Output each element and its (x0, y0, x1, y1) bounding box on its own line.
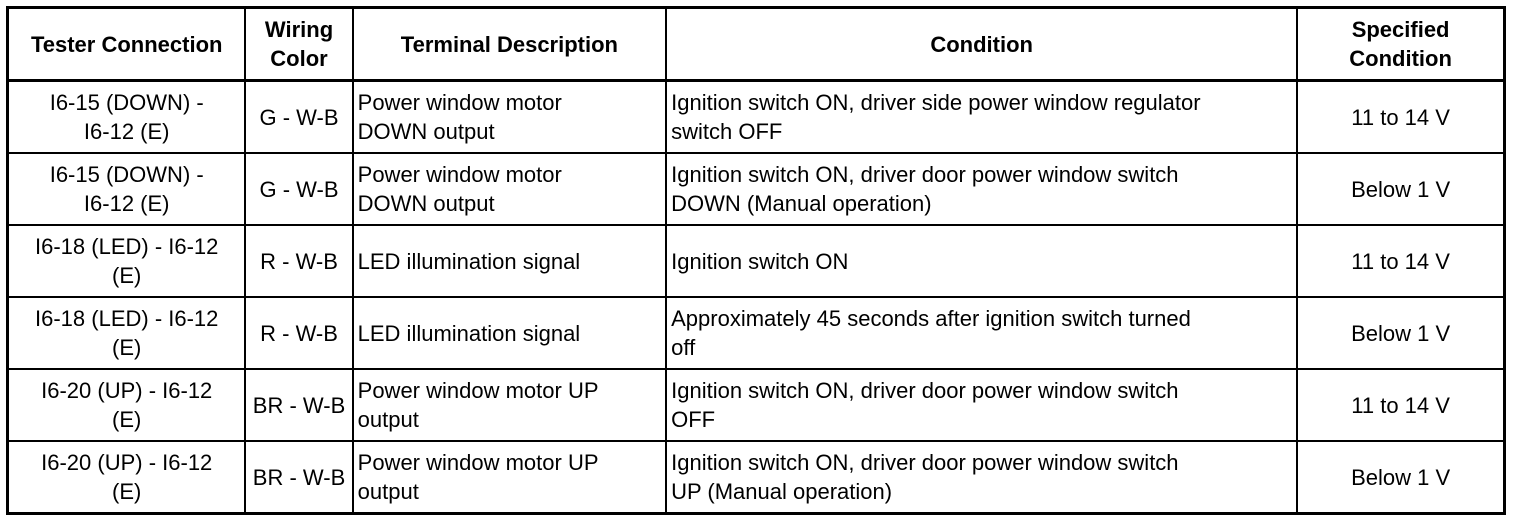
cell-tester-connection-text: I6-15 (DOWN) - (49, 90, 204, 115)
cell-condition: Ignition switch ON, driver door power wi… (665, 440, 1299, 515)
cell-terminal-description: Power window motor UP output (351, 440, 668, 515)
cell-tester-connection-text: I6-18 (LED) - I6-12 (35, 234, 219, 259)
cell-specified-condition-text: Below 1 V (1351, 464, 1451, 490)
cell-condition-text: Ignition switch ON, driver door power wi… (671, 378, 1179, 403)
cell-terminal-description-text: DOWN output (357, 191, 495, 216)
header-specified-condition: Specified Condition (1296, 6, 1506, 82)
cell-tester-connection: I6-18 (LED) - I6-12 (E) (6, 224, 247, 298)
cell-condition-text: Ignition switch ON (671, 248, 849, 274)
header-terminal-description: Terminal Description (351, 6, 668, 82)
cell-wiring-color-text: BR - W-B (252, 392, 346, 418)
cell-wiring-color: G - W-B (244, 79, 354, 154)
cell-tester-connection: I6-15 (DOWN) - I6-12 (E) (6, 79, 247, 154)
cell-specified-condition: 11 to 14 V (1296, 368, 1506, 442)
cell-condition: Ignition switch ON (665, 224, 1299, 298)
cell-terminal-description-text: output (357, 479, 419, 504)
cell-condition: Ignition switch ON, driver door power wi… (665, 152, 1299, 226)
cell-tester-connection-text: (E) (112, 263, 142, 288)
table-row: I6-15 (DOWN) - I6-12 (E) G - W-B Power wind… (6, 152, 1506, 226)
header-wiring-color: Wiring Color (244, 6, 354, 82)
cell-terminal-description-text: Power window motor UP (357, 450, 599, 475)
cell-wiring-color: BR - W-B (244, 368, 354, 442)
cell-condition-text: UP (Manual operation) (671, 479, 893, 504)
cell-tester-connection: I6-18 (LED) - I6-12 (E) (6, 296, 247, 370)
cell-tester-connection-text: I6-18 (LED) - I6-12 (35, 306, 219, 331)
cell-specified-condition: Below 1 V (1296, 296, 1506, 370)
cell-wiring-color-text: R - W-B (260, 320, 338, 346)
header-row: Tester Connection Wiring Color Terminal … (6, 6, 1506, 82)
cell-wiring-color-text: G - W-B (259, 104, 339, 130)
cell-tester-connection-text: I6-12 (E) (83, 191, 170, 216)
header-wiring-color-line1: Wiring (264, 17, 334, 42)
cell-specified-condition: Below 1 V (1296, 440, 1506, 515)
cell-condition-text: Approximately 45 seconds after ignition … (671, 306, 1191, 331)
cell-wiring-color: BR - W-B (244, 440, 354, 515)
cell-specified-condition-text: 11 to 14 V (1351, 104, 1450, 130)
cell-specified-condition-text: 11 to 14 V (1351, 392, 1450, 418)
terminal-inspection-table: Tester Connection Wiring Color Terminal … (6, 6, 1506, 515)
cell-terminal-description-text: Power window motor (357, 162, 562, 187)
header-condition-text: Condition (930, 31, 1033, 57)
cell-wiring-color: R - W-B (244, 224, 354, 298)
cell-terminal-description-text: DOWN output (357, 119, 495, 144)
cell-tester-connection-text: I6-15 (DOWN) - (49, 162, 204, 187)
cell-condition: Ignition switch ON, driver side power wi… (665, 79, 1299, 154)
cell-specified-condition-text: Below 1 V (1351, 176, 1451, 202)
cell-specified-condition-text: Below 1 V (1351, 320, 1451, 346)
table-row: I6-18 (LED) - I6-12 (E) R - W-B LED illumin… (6, 224, 1506, 298)
cell-tester-connection-text: I6-12 (E) (83, 119, 170, 144)
cell-terminal-description-text: LED illumination signal (357, 248, 581, 274)
cell-wiring-color-text: R - W-B (260, 248, 338, 274)
cell-tester-connection-text: (E) (112, 407, 142, 432)
cell-specified-condition: Below 1 V (1296, 152, 1506, 226)
cell-wiring-color-text: G - W-B (259, 176, 339, 202)
cell-terminal-description-text: output (357, 407, 419, 432)
header-wiring-color-line2: Color (270, 46, 328, 71)
cell-condition-text: Ignition switch ON, driver side power wi… (671, 90, 1201, 115)
table-row: I6-18 (LED) - I6-12 (E) R - W-B LED illumin… (6, 296, 1506, 370)
cell-tester-connection-text: (E) (112, 335, 142, 360)
cell-condition-text: OFF (671, 407, 716, 432)
cell-tester-connection-text: I6-20 (UP) - I6-12 (41, 378, 213, 403)
cell-terminal-description: LED illumination signal (351, 224, 668, 298)
table-body: I6-15 (DOWN) - I6-12 (E) G - W-B Power wind… (6, 79, 1506, 515)
header-tester-connection: Tester Connection (6, 6, 247, 82)
cell-specified-condition: 11 to 14 V (1296, 224, 1506, 298)
cell-terminal-description: LED illumination signal (351, 296, 668, 370)
cell-wiring-color: R - W-B (244, 296, 354, 370)
cell-condition-text: off (671, 335, 696, 360)
header-specified-condition-line1: Specified (1351, 17, 1450, 42)
cell-tester-connection: I6-20 (UP) - I6-12 (E) (6, 440, 247, 515)
cell-terminal-description-text: Power window motor UP (357, 378, 599, 403)
cell-tester-connection-text: I6-20 (UP) - I6-12 (41, 450, 213, 475)
cell-condition: Ignition switch ON, driver door power wi… (665, 368, 1299, 442)
cell-condition-text: Ignition switch ON, driver door power wi… (671, 162, 1179, 187)
header-terminal-description-text: Terminal Description (400, 31, 618, 57)
cell-tester-connection: I6-15 (DOWN) - I6-12 (E) (6, 152, 247, 226)
cell-condition-text: Ignition switch ON, driver door power wi… (671, 450, 1179, 475)
table-header: Tester Connection Wiring Color Terminal … (6, 6, 1506, 82)
cell-terminal-description: Power window motor UP output (351, 368, 668, 442)
cell-specified-condition: 11 to 14 V (1296, 79, 1506, 154)
cell-terminal-description-text: Power window motor (357, 90, 562, 115)
cell-condition-text: DOWN (Manual operation) (671, 191, 932, 216)
header-condition: Condition (665, 6, 1299, 82)
cell-wiring-color-text: BR - W-B (252, 464, 346, 490)
header-tester-connection-text: Tester Connection (30, 31, 223, 57)
cell-tester-connection-text: (E) (112, 479, 142, 504)
table-row: I6-15 (DOWN) - I6-12 (E) G - W-B Power wind… (6, 79, 1506, 154)
cell-specified-condition-text: 11 to 14 V (1351, 248, 1450, 274)
cell-tester-connection: I6-20 (UP) - I6-12 (E) (6, 368, 247, 442)
cell-terminal-description-text: LED illumination signal (357, 320, 581, 346)
cell-condition: Approximately 45 seconds after ignition … (665, 296, 1299, 370)
header-specified-condition-line2: Condition (1349, 46, 1452, 71)
cell-wiring-color: G - W-B (244, 152, 354, 226)
cell-condition-text: switch OFF (671, 119, 783, 144)
